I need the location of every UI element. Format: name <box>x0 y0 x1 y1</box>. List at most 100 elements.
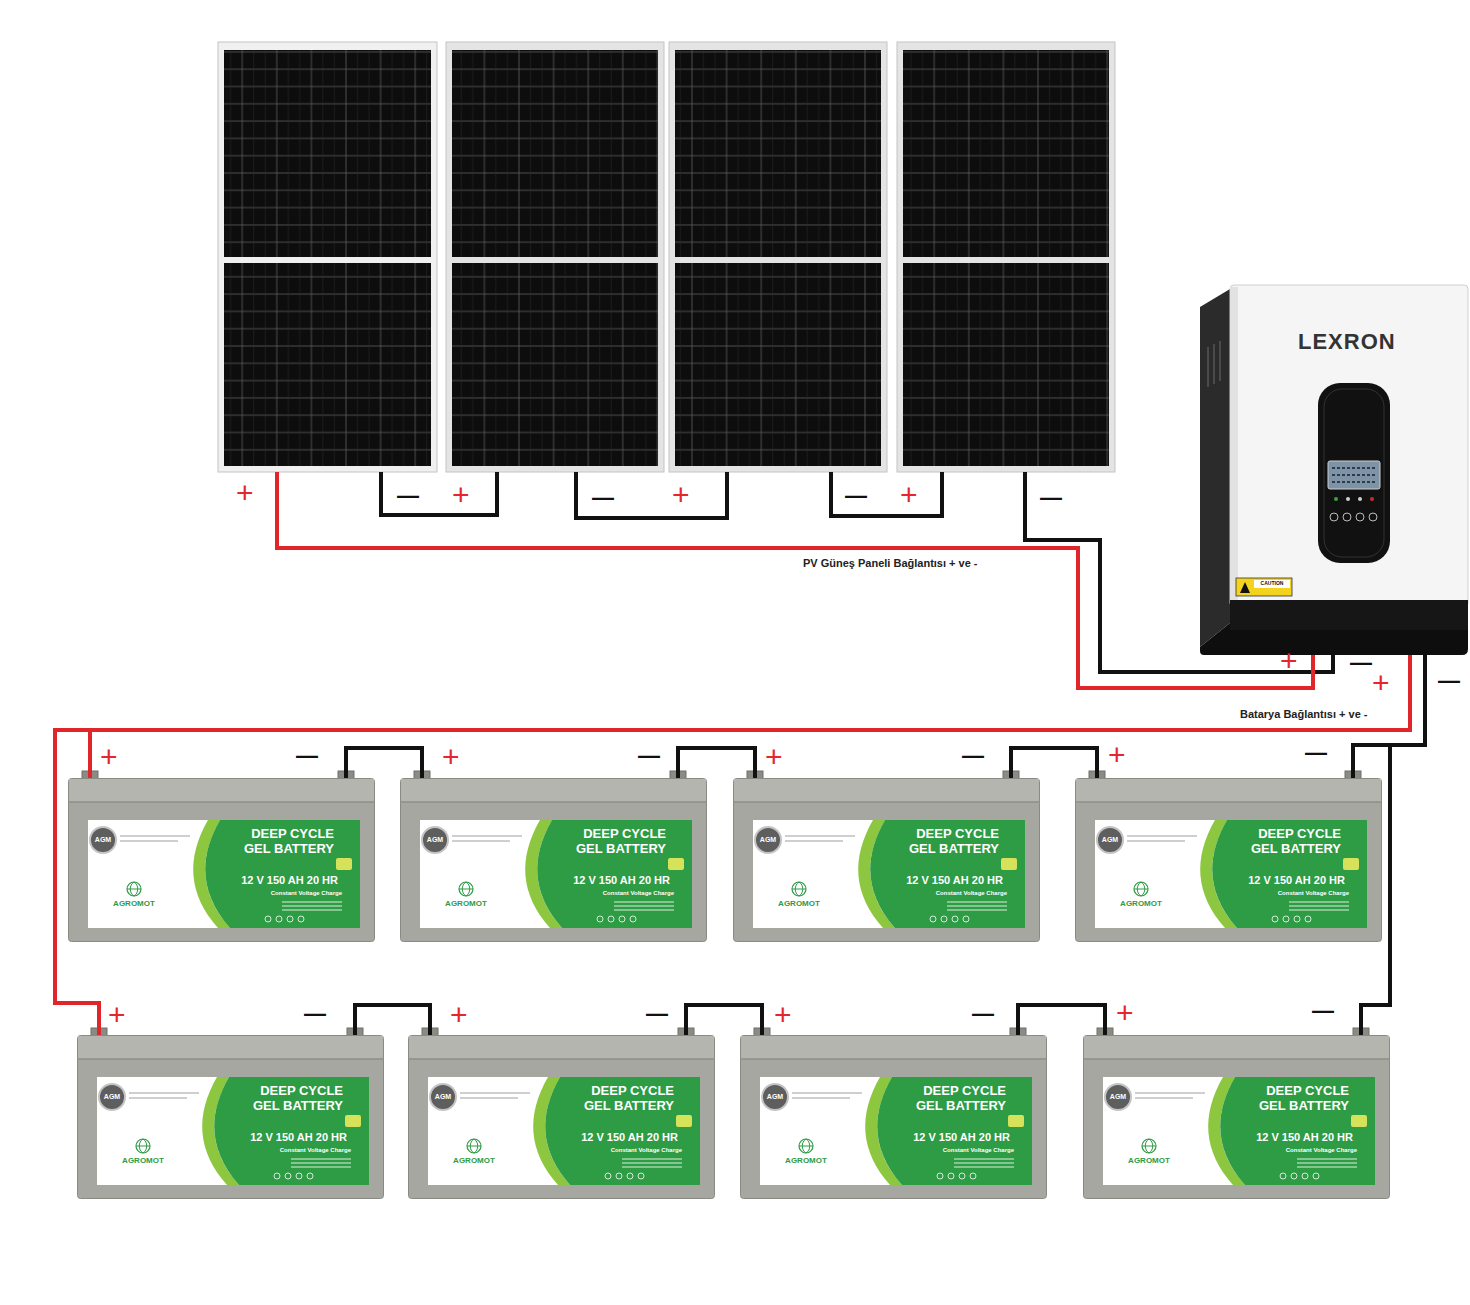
certification-mark: AGM <box>99 1093 125 1101</box>
polarity-sign: + <box>450 1000 468 1030</box>
solar-panel <box>218 42 437 472</box>
polarity-sign: — <box>1305 742 1327 764</box>
polarity-sign: + <box>1116 998 1134 1028</box>
polarity-sign: + <box>765 742 783 772</box>
charge-note: Constant Voltage Charge <box>598 1147 682 1154</box>
solar-panel <box>446 42 664 472</box>
wire-caption: PV Güneş Paneli Bağlantısı + ve - <box>803 558 978 569</box>
certification-mark: AGM <box>90 836 116 844</box>
battery-cable <box>1361 655 1425 1035</box>
rating-text: 12 V 150 AH 20 HR <box>906 1131 1010 1144</box>
polarity-sign: + <box>672 480 690 510</box>
polarity-sign: + <box>100 742 118 772</box>
polarity-sign: + <box>442 742 460 772</box>
brand-name: AGROMOT <box>113 1156 173 1165</box>
rating-text: 12 V 150 AH 20 HR <box>243 1131 347 1144</box>
charge-note: Constant Voltage Charge <box>1273 1147 1357 1154</box>
polarity-sign: — <box>962 745 984 767</box>
brand-name: AGROMOT <box>444 1156 504 1165</box>
battery-box: AGM AGROMOT DEEP CYCLE GEL BATTERY 12 V 150… <box>1083 1035 1390 1199</box>
charge-note: Constant Voltage Charge <box>1265 890 1349 897</box>
polarity-sign: — <box>1350 652 1372 674</box>
battery-cable <box>1011 748 1097 778</box>
battery-box: AGM AGROMOT DEEP CYCLE GEL BATTERY 12 V 150… <box>68 778 375 942</box>
solar-panel <box>669 42 887 472</box>
battery-box: AGMAGROMOTDEEP CYCLE GEL BATTERY12 V 150… <box>77 1035 384 1199</box>
polarity-sign: + <box>1372 668 1390 698</box>
battery-box: AGM AGROMOT DEEP CYCLE GEL BATTERY 12 V 150… <box>733 778 1040 942</box>
product-type: DEEP CYCLE GEL BATTERY <box>906 1083 1006 1113</box>
battery-illustration <box>68 771 1390 1199</box>
rating-text: 12 V 150 AH 20 HR <box>899 874 1003 887</box>
certification-mark: AGM <box>1097 836 1123 844</box>
battery-cable <box>346 748 422 778</box>
polarity-sign: — <box>646 1003 668 1025</box>
polarity-sign: — <box>638 745 660 767</box>
polarity-sign: + <box>1280 646 1298 676</box>
charge-note: Constant Voltage Charge <box>930 1147 1014 1154</box>
rating-text: 12 V 150 AH 20 HR <box>574 1131 678 1144</box>
certification-mark: AGM <box>422 836 448 844</box>
polarity-sign: — <box>845 485 867 507</box>
charge-note: Constant Voltage Charge <box>258 890 342 897</box>
charge-note: Constant Voltage Charge <box>590 890 674 897</box>
warning-text: CAUTION <box>1255 581 1289 587</box>
polarity-sign: + <box>1108 740 1126 770</box>
battery-cable <box>90 655 1410 778</box>
brand-name: AGROMOT <box>104 899 164 908</box>
brand-name: AGROMOT <box>1119 1156 1179 1165</box>
polarity-sign: + <box>774 1000 792 1030</box>
brand-name: AGROMOT <box>769 899 829 908</box>
product-type: DEEP CYCLE GEL BATTERY <box>1241 826 1341 856</box>
pv-wiring <box>277 472 1333 688</box>
battery-cable <box>355 1005 430 1035</box>
brand-name: AGROMOT <box>1111 899 1171 908</box>
certification-mark: AGM <box>1105 1093 1131 1101</box>
wire-caption: Batarya Bağlantısı + ve - <box>1240 709 1367 720</box>
polarity-sign: — <box>304 1003 326 1025</box>
charge-note: Constant Voltage Charge <box>267 1147 351 1154</box>
product-type: DEEP CYCLE GEL BATTERY <box>234 826 334 856</box>
polarity-sign: + <box>236 478 254 508</box>
polarity-sign: — <box>1040 487 1062 509</box>
brand-name: LEXRON <box>1298 329 1414 354</box>
battery-cable <box>55 655 1410 1035</box>
polarity-sign: + <box>900 480 918 510</box>
polarity-sign: — <box>397 485 419 507</box>
polarity-sign: + <box>452 480 470 510</box>
product-type: DEEP CYCLE GEL BATTERY <box>899 826 999 856</box>
polarity-sign: — <box>1312 1000 1334 1022</box>
polarity-sign: + <box>108 1000 126 1030</box>
battery-box: AGM AGROMOT DEEP CYCLE GEL BATTERY 12 V 150… <box>1075 778 1382 942</box>
inverter-illustration <box>1200 285 1468 655</box>
rating-text: 12 V 150 AH 20 HR <box>1249 1131 1353 1144</box>
polarity-sign: — <box>296 745 318 767</box>
polarity-sign: — <box>1438 670 1460 692</box>
battery-cable <box>686 1005 762 1035</box>
brand-name: AGROMOT <box>776 1156 836 1165</box>
rating-text: 12 V 150 AH 20 HR <box>1241 874 1345 887</box>
battery-box: AGM AGROMOT DEEP CYCLE GEL BATTERY 12 V 150… <box>408 1035 715 1199</box>
rating-text: 12 V 150 AH 20 HR <box>234 874 338 887</box>
product-type: DEEP CYCLE GEL BATTERY <box>1249 1083 1349 1113</box>
polarity-sign: — <box>972 1003 994 1025</box>
charge-note: Constant Voltage Charge <box>923 890 1007 897</box>
battery-cable <box>1018 1005 1105 1035</box>
battery-box: AGM AGROMOT DEEP CYCLE GEL BATTERY 12 V 150… <box>740 1035 1047 1199</box>
polarity-sign: — <box>592 487 614 509</box>
product-type: DEEP CYCLE GEL BATTERY <box>566 826 666 856</box>
rating-text: 12 V 150 AH 20 HR <box>566 874 670 887</box>
brand-name: AGROMOT <box>436 899 496 908</box>
inverter-box: LEXRON CAUTION <box>1200 285 1468 655</box>
certification-mark: AGM <box>430 1093 456 1101</box>
battery-box: AGM AGROMOT DEEP CYCLE GEL BATTERY 12 V 150… <box>400 778 707 942</box>
product-type: DEEP CYCLE GEL BATTERY <box>574 1083 674 1113</box>
solar-panel <box>897 42 1115 472</box>
certification-mark: AGM <box>755 836 781 844</box>
certification-mark: AGM <box>762 1093 788 1101</box>
